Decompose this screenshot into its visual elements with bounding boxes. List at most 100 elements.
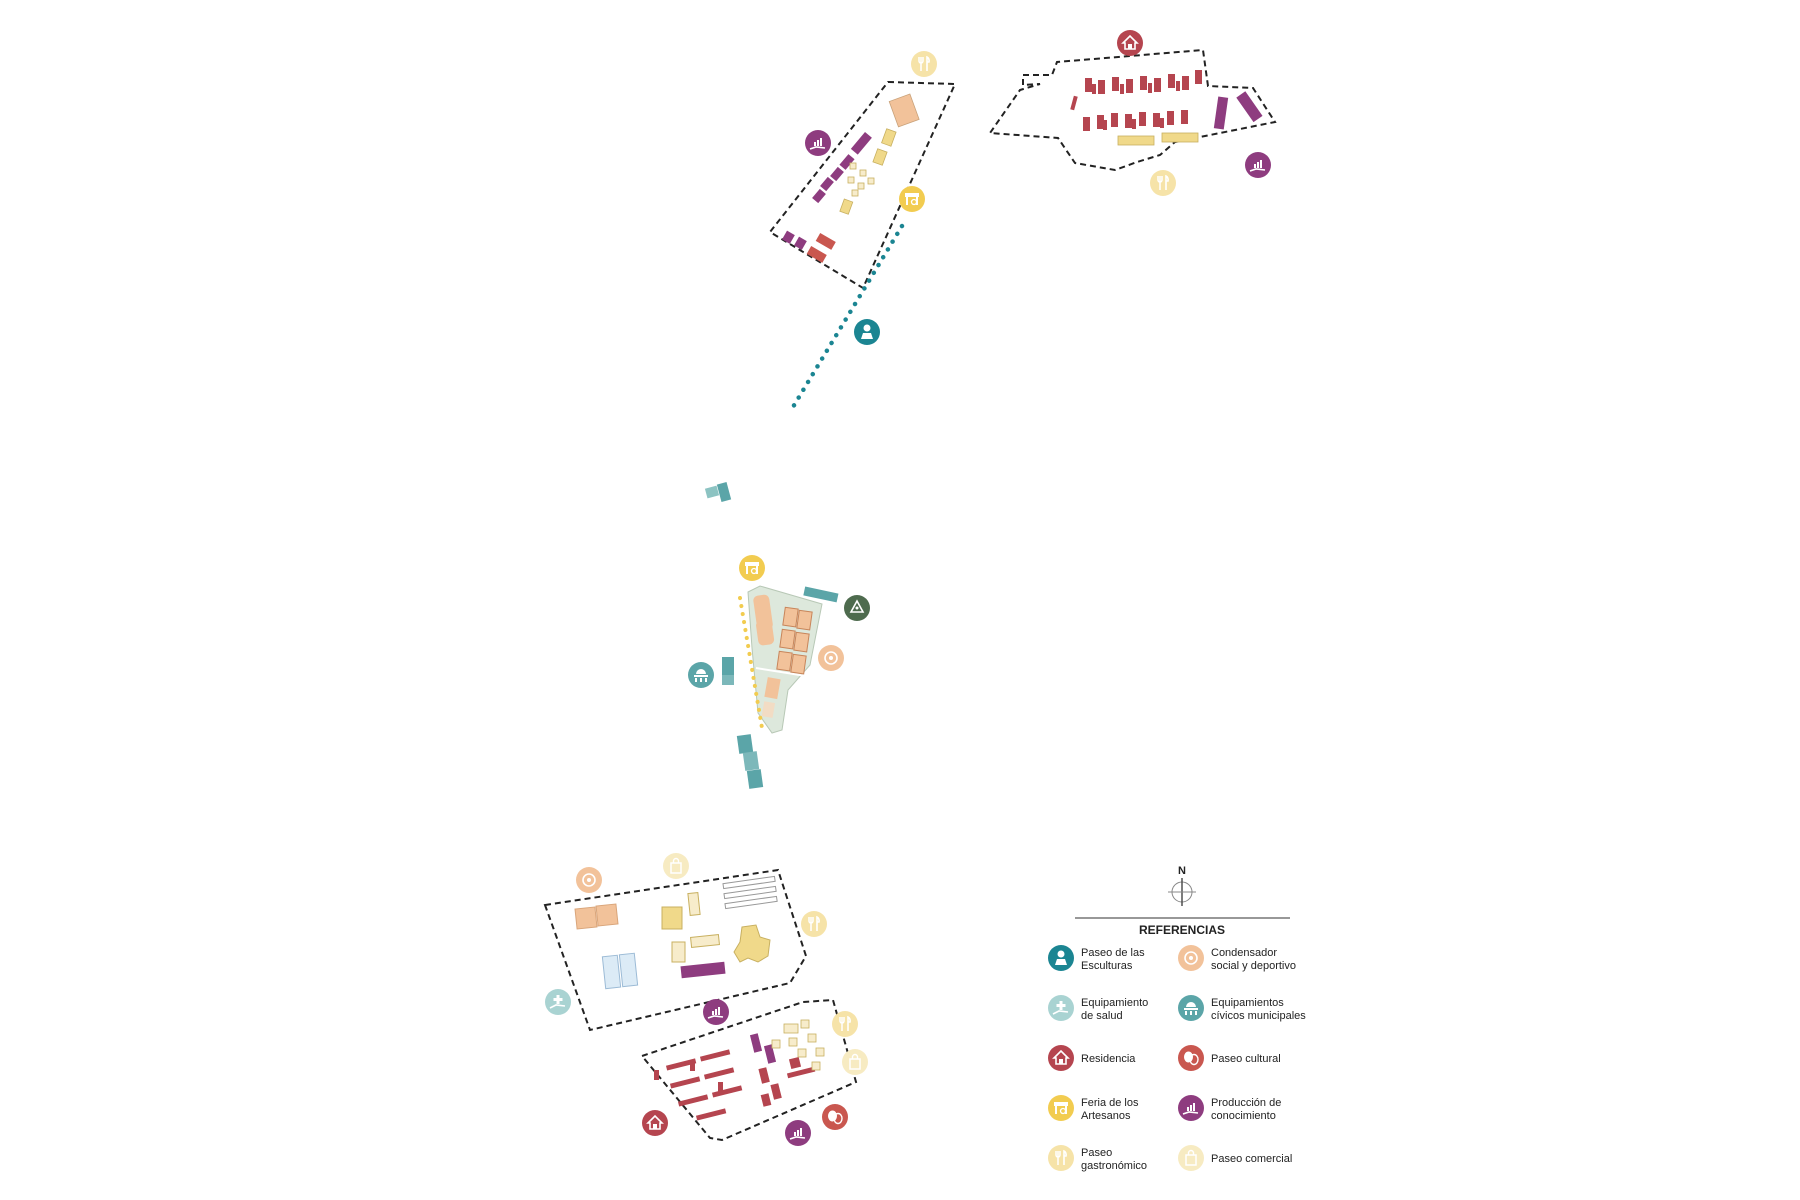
scattered-kiosks [847, 162, 875, 197]
legend-item-label: Residencia [1081, 1053, 1136, 1065]
zone-central-park [738, 585, 823, 734]
legend-title: REFERENCIAS [1139, 923, 1225, 937]
sport-field [761, 701, 776, 718]
zone-south-west [543, 868, 808, 1032]
building-block [839, 198, 854, 215]
building-block [671, 941, 686, 963]
house-icon [1117, 30, 1143, 56]
capitol-icon [688, 662, 714, 688]
zone-boundary [543, 868, 808, 1032]
map-icons [545, 30, 1271, 1146]
building-block [839, 154, 855, 170]
legend-item-label: Paseo cultural [1211, 1053, 1281, 1065]
building-block [888, 93, 920, 128]
sport-field [756, 619, 775, 646]
market-stall-icon [739, 555, 765, 581]
sport-field [601, 954, 622, 990]
fork-knife-icon [1150, 170, 1176, 196]
market-stall-icon [899, 186, 925, 212]
recycling-building [803, 586, 839, 603]
building-block [782, 230, 795, 244]
sport-field [618, 952, 639, 988]
growth-hand-icon [1245, 152, 1271, 178]
sport-field [764, 677, 781, 700]
growth-hand-icon [805, 130, 831, 156]
shopping-bag-icon [1178, 1145, 1204, 1171]
building-block [690, 934, 720, 948]
building-block [820, 176, 834, 192]
zone-north-west [768, 80, 957, 290]
capitol-icon [1178, 995, 1204, 1021]
building-block [1236, 91, 1263, 123]
building-block [1161, 132, 1199, 143]
building-block [815, 233, 836, 250]
residence-rows [654, 1049, 816, 1121]
market-stall-icon [1048, 1095, 1074, 1121]
building-block [1117, 135, 1155, 146]
sport-field [595, 903, 619, 927]
theater-masks-icon [1178, 1045, 1204, 1071]
building-block [1070, 95, 1078, 111]
building-block [680, 961, 726, 979]
residence-row-upper [1085, 70, 1202, 94]
zone-north-east [988, 48, 1277, 172]
building-block [763, 1044, 777, 1064]
building-block [830, 166, 844, 182]
sport-icon [818, 645, 844, 671]
residence-row-lower [1083, 110, 1188, 131]
building-block [1213, 96, 1229, 130]
civic-building-small [704, 482, 732, 502]
building-block [724, 895, 778, 910]
house-icon [642, 1110, 668, 1136]
building-block [806, 246, 827, 263]
bust-icon [854, 319, 880, 345]
bust-icon [1048, 945, 1074, 971]
health-hand-icon [1048, 995, 1074, 1021]
theater-masks-icon [822, 1104, 848, 1130]
sport-icon [576, 867, 602, 893]
building-block [733, 924, 771, 963]
civic-buildings-west [722, 657, 734, 685]
civic-buildings-south [736, 734, 764, 789]
legend-item-label: Paseo comercial [1211, 1153, 1292, 1165]
zone-south-east [640, 998, 858, 1142]
fork-knife-icon [832, 1011, 858, 1037]
shopping-bag-icon [842, 1049, 868, 1075]
sport-icon [1178, 945, 1204, 971]
building-block [794, 236, 807, 250]
building-block [687, 891, 701, 917]
house-icon [1048, 1045, 1074, 1071]
zone-boundary [988, 48, 1277, 172]
legend-item-residencia: Residencia [1048, 1045, 1136, 1071]
gastronomic-kiosks [771, 1019, 825, 1071]
health-hand-icon [545, 989, 571, 1015]
building-block [722, 875, 776, 890]
shopping-bag-icon [663, 853, 689, 879]
growth-hand-icon [703, 999, 729, 1025]
legend-item-cultural: Paseo cultural [1178, 1045, 1281, 1071]
fork-knife-icon [801, 911, 827, 937]
fork-knife-icon [911, 51, 937, 77]
building-block [723, 885, 777, 900]
building-block [850, 132, 872, 155]
building-block [749, 1033, 763, 1053]
building-block [881, 128, 897, 147]
north-label: N [1178, 865, 1186, 877]
building-block [812, 188, 826, 204]
building-block [872, 148, 888, 166]
fork-knife-icon [1048, 1145, 1074, 1171]
